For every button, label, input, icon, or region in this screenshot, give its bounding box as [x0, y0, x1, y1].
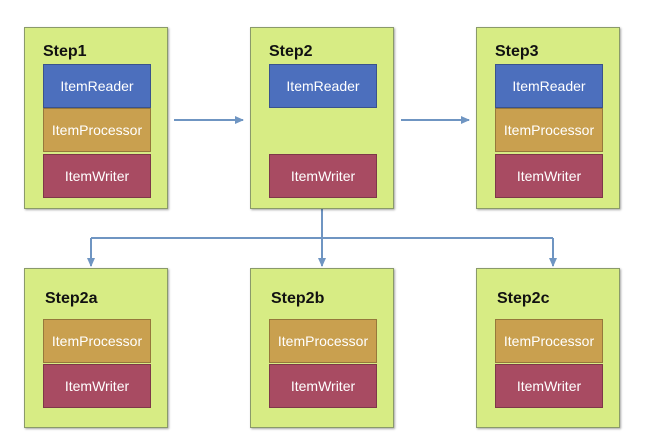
step2b-title: Step2b	[271, 290, 325, 307]
step1-item-reader: ItemReader	[43, 64, 151, 108]
step3-box: Step3 ItemReader ItemProcessor ItemWrite…	[476, 27, 620, 209]
step1-title: Step1	[43, 43, 87, 60]
step3-item-writer: ItemWriter	[495, 154, 603, 198]
step1-item-writer: ItemWriter	[43, 154, 151, 198]
step2b-box: Step2b ItemProcessor ItemWriter	[250, 268, 394, 428]
step1-item-processor: ItemProcessor	[43, 108, 151, 152]
step2a-item-writer: ItemWriter	[43, 364, 151, 408]
step2c-item-processor: ItemProcessor	[495, 319, 603, 363]
step2-item-writer: ItemWriter	[269, 154, 377, 198]
step2c-item-writer: ItemWriter	[495, 364, 603, 408]
step1-box: Step1 ItemReader ItemProcessor ItemWrite…	[24, 27, 168, 209]
step3-item-reader: ItemReader	[495, 64, 603, 108]
step2-item-reader: ItemReader	[269, 64, 377, 108]
step2a-item-processor: ItemProcessor	[43, 319, 151, 363]
step3-title: Step3	[495, 43, 539, 60]
step2b-item-processor: ItemProcessor	[269, 319, 377, 363]
step2-title: Step2	[269, 43, 313, 60]
step2c-title: Step2c	[497, 290, 550, 307]
step2c-box: Step2c ItemProcessor ItemWriter	[476, 268, 620, 428]
step2a-title: Step2a	[45, 290, 98, 307]
step2-box: Step2 ItemReader ItemWriter	[250, 27, 394, 209]
step2a-box: Step2a ItemProcessor ItemWriter	[24, 268, 168, 428]
step2b-item-writer: ItemWriter	[269, 364, 377, 408]
step3-item-processor: ItemProcessor	[495, 108, 603, 152]
